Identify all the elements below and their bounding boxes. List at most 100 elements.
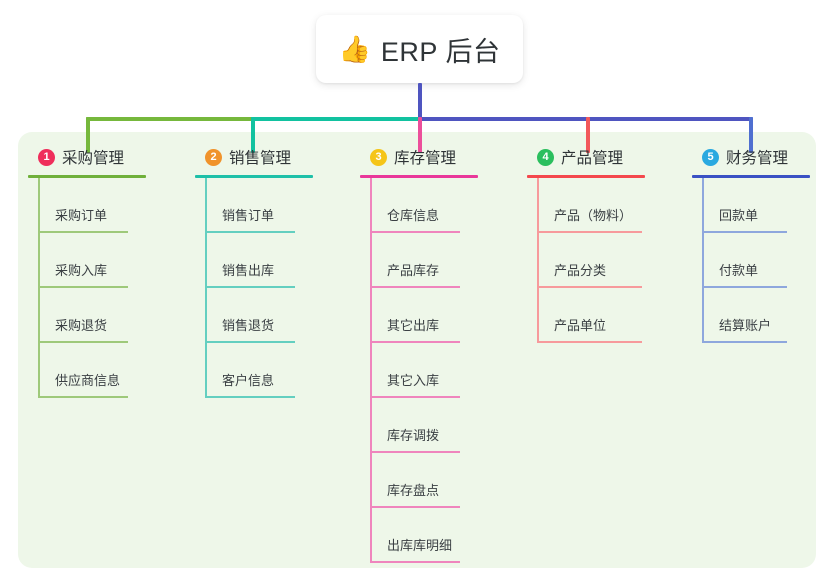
branch-drop-4 <box>586 117 590 153</box>
branch-column-5: 5 财务管理回款单付款单结算账户 <box>692 146 839 343</box>
branch-item[interactable]: 产品分类 <box>527 233 707 288</box>
branch-item-label: 销售出库 <box>222 263 275 278</box>
branch-column-2: 2 销售管理销售订单销售出库销售退货客户信息 <box>195 146 365 398</box>
branch-item-label: 采购退货 <box>55 318 108 333</box>
branch-item[interactable]: 库存盘点 <box>360 453 530 508</box>
branch-item-underline <box>702 231 787 233</box>
branch-item[interactable]: 采购退货 <box>28 288 198 343</box>
branch-item-underline <box>205 286 295 288</box>
branch-item[interactable]: 回款单 <box>692 178 839 233</box>
branch-item-list: 销售订单销售出库销售退货客户信息 <box>195 178 365 398</box>
branch-drop-3 <box>418 117 422 153</box>
branch-item-underline <box>205 341 295 343</box>
root-stem-connector <box>418 83 422 119</box>
branch-item-label: 采购订单 <box>55 208 108 223</box>
branch-item[interactable]: 销售订单 <box>195 178 365 233</box>
branch-item-underline <box>38 231 128 233</box>
branch-item-underline <box>702 341 787 343</box>
connector-segment-teal <box>251 117 421 121</box>
branch-item-underline <box>370 341 460 343</box>
branch-item[interactable]: 客户信息 <box>195 343 365 398</box>
branch-item-label: 采购入库 <box>55 263 108 278</box>
branch-item-underline <box>38 286 128 288</box>
branch-item[interactable]: 出库库明细 <box>360 508 530 563</box>
branch-item[interactable]: 产品库存 <box>360 233 530 288</box>
branch-item-underline <box>370 451 460 453</box>
branch-item-label: 回款单 <box>719 208 759 223</box>
branch-number-badge: 5 <box>702 148 719 166</box>
branch-item-underline <box>537 231 642 233</box>
branch-number-badge: 1 <box>38 148 55 166</box>
branch-item[interactable]: 库存调拨 <box>360 398 530 453</box>
branch-item[interactable]: 产品（物料） <box>527 178 707 233</box>
branch-item[interactable]: 销售出库 <box>195 233 365 288</box>
thumbs-up-icon: 👍 <box>338 34 371 64</box>
branch-item-list: 回款单付款单结算账户 <box>692 178 839 343</box>
branch-item-label: 其它出库 <box>387 318 440 333</box>
branch-item-label: 产品分类 <box>554 263 607 278</box>
branch-spine <box>38 178 40 398</box>
branch-item-label: 供应商信息 <box>55 373 121 388</box>
branch-item-label: 付款单 <box>719 263 759 278</box>
root-node-title: ERP 后台 <box>380 36 501 67</box>
content-panel <box>18 132 816 568</box>
branch-item[interactable]: 产品单位 <box>527 288 707 343</box>
branch-item-label: 出库库明细 <box>387 538 453 553</box>
branch-item-underline <box>370 286 460 288</box>
branch-item[interactable]: 仓库信息 <box>360 178 530 233</box>
branch-item[interactable]: 其它入库 <box>360 343 530 398</box>
branch-drop-5 <box>749 117 753 153</box>
branch-drop-2 <box>251 117 255 153</box>
branch-item-label: 客户信息 <box>222 373 275 388</box>
branch-header-5[interactable]: 5 财务管理 <box>692 146 839 168</box>
branch-underline <box>692 175 810 178</box>
branch-item-underline <box>537 341 642 343</box>
branch-item-list: 产品（物料） 产品分类产品单位 <box>527 178 707 343</box>
branch-item-label: 产品单位 <box>554 318 607 333</box>
root-node-card[interactable]: 👍 ERP 后台 <box>316 15 523 83</box>
branch-item-list: 仓库信息产品库存其它出库其它入库库存调拨库存盘点出库库明细 <box>360 178 530 563</box>
branch-item-label: 产品库存 <box>387 263 440 278</box>
branch-item-label: 结算账户 <box>719 318 772 333</box>
branch-item-label: 库存调拨 <box>387 428 440 443</box>
branch-item-underline <box>702 286 787 288</box>
branch-item-underline <box>370 561 460 563</box>
branch-underline <box>527 175 645 178</box>
branch-item[interactable]: 销售退货 <box>195 288 365 343</box>
branch-item[interactable]: 付款单 <box>692 233 839 288</box>
branch-title: 采购管理 <box>62 150 125 167</box>
branch-item-label: 销售退货 <box>222 318 275 333</box>
branch-item-underline <box>537 286 642 288</box>
branch-item-underline <box>38 396 128 398</box>
branch-item[interactable]: 采购订单 <box>28 178 198 233</box>
branch-title: 财务管理 <box>726 150 789 167</box>
branch-item[interactable]: 结算账户 <box>692 288 839 343</box>
branch-item-label: 销售订单 <box>222 208 275 223</box>
branch-item-underline <box>370 231 460 233</box>
branch-title: 销售管理 <box>229 150 292 167</box>
branch-item-label: 产品（物料） <box>554 208 633 223</box>
branch-item[interactable]: 采购入库 <box>28 233 198 288</box>
branch-spine <box>205 178 207 398</box>
connector-segment-green <box>86 117 253 121</box>
branch-spine <box>370 178 372 563</box>
branch-number-badge: 3 <box>370 148 387 166</box>
branch-drop-1 <box>86 117 90 153</box>
branch-item-label: 其它入库 <box>387 373 440 388</box>
branch-title: 产品管理 <box>561 150 624 167</box>
branch-column-1: 1 采购管理采购订单采购入库采购退货供应商信息 <box>28 146 198 398</box>
branch-item[interactable]: 供应商信息 <box>28 343 198 398</box>
branch-underline <box>360 175 478 178</box>
branch-item-underline <box>205 231 295 233</box>
branch-number-badge: 2 <box>205 148 222 166</box>
branch-item[interactable]: 其它出库 <box>360 288 530 343</box>
branch-header-1[interactable]: 1 采购管理 <box>28 146 198 168</box>
branch-header-2[interactable]: 2 销售管理 <box>195 146 365 168</box>
branch-item-label: 库存盘点 <box>387 483 440 498</box>
branch-item-underline <box>38 341 128 343</box>
